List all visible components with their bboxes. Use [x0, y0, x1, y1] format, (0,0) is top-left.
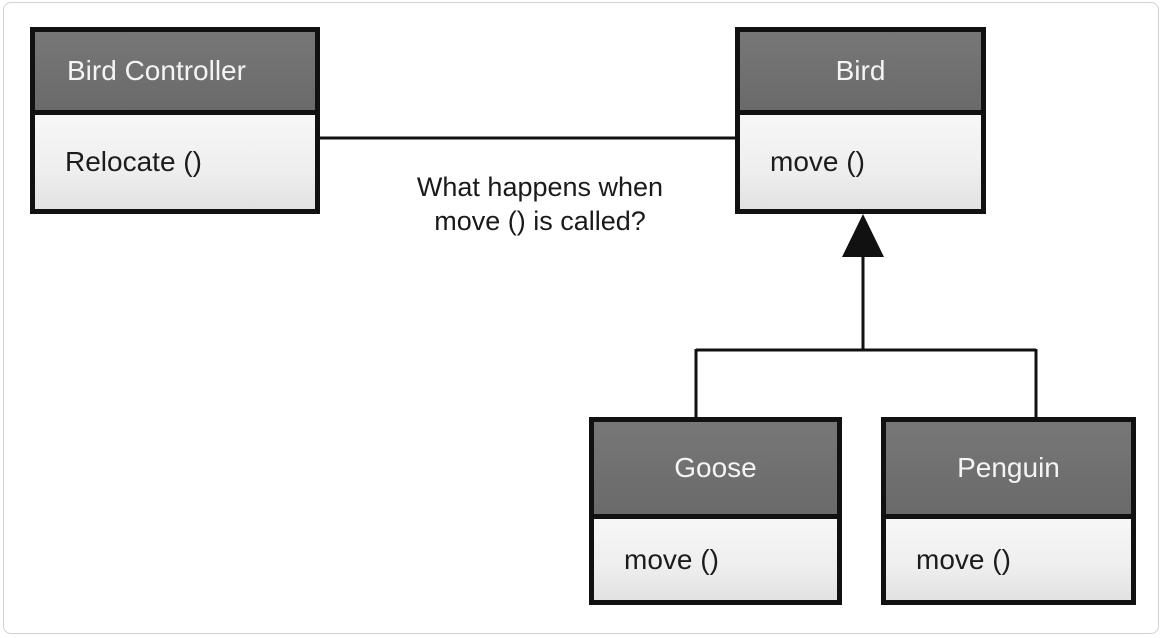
class-bird: Bird move () [735, 27, 986, 214]
class-method: move () [594, 519, 837, 600]
note-line: What happens when [416, 172, 664, 202]
class-name: Goose [594, 422, 837, 519]
image-frame [3, 2, 1159, 634]
class-method: move () [886, 519, 1131, 600]
class-method: Relocate () [35, 115, 315, 209]
class-name: Bird Controller [35, 32, 315, 115]
class-penguin: Penguin move () [881, 417, 1136, 605]
inheritance-arrowhead [842, 214, 884, 257]
class-bird-controller: Bird Controller Relocate () [30, 27, 320, 214]
note-line: move () is called? [434, 206, 646, 236]
class-name: Bird [740, 32, 981, 115]
class-goose: Goose move () [589, 417, 842, 605]
class-method: move () [740, 115, 981, 209]
association-note: What happens when move () is called? [370, 170, 710, 238]
class-name: Penguin [886, 422, 1131, 519]
